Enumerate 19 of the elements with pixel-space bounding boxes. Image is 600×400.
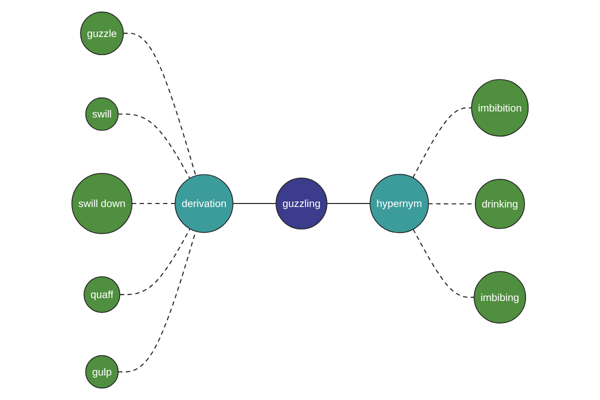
node-circle: swill down bbox=[71, 173, 132, 234]
connector bbox=[132, 203, 176, 204]
node-circle: derivation bbox=[174, 174, 234, 233]
connector bbox=[412, 228, 474, 298]
connector bbox=[118, 114, 190, 179]
node-circle: imbibing bbox=[474, 271, 526, 324]
connector bbox=[123, 32, 196, 176]
connector bbox=[232, 203, 276, 204]
connector bbox=[326, 203, 370, 204]
connector bbox=[412, 107, 472, 178]
node-circle: guzzling bbox=[276, 178, 328, 230]
node-circle: guzzle bbox=[80, 11, 124, 56]
node-circle: hypernym bbox=[370, 174, 429, 234]
node-circle: swill bbox=[85, 97, 119, 131]
node-circle: quaff bbox=[84, 276, 120, 313]
connector bbox=[120, 228, 190, 296]
node-circle: drinking bbox=[474, 178, 525, 229]
node-circle: imbibition bbox=[471, 79, 529, 137]
node-circle: gulp bbox=[85, 355, 119, 389]
